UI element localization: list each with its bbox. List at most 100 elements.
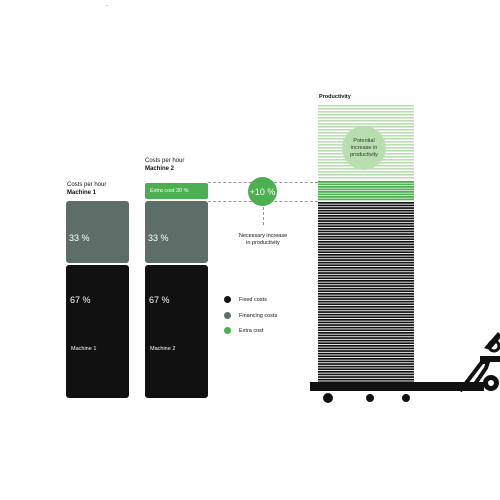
machine1-label: Machine 1 xyxy=(71,346,97,352)
productivity-stripe xyxy=(318,342,414,345)
productivity-stripe xyxy=(318,243,414,246)
productivity-stripe xyxy=(318,191,414,193)
productivity-stripe xyxy=(318,246,414,248)
productivity-stripe xyxy=(318,183,414,186)
productivity-stripe xyxy=(318,347,414,350)
productivity-stripe xyxy=(318,120,414,122)
productivity-stripe xyxy=(318,368,414,371)
machine2-fixed-block: 67 % Machine 2 xyxy=(145,265,208,398)
productivity-stripe xyxy=(318,295,414,298)
productivity-stripe xyxy=(318,308,414,311)
productivity-stripe xyxy=(318,363,414,365)
productivity-stripe xyxy=(318,300,414,303)
productivity-stripe xyxy=(318,373,414,376)
productivity-stripe xyxy=(318,193,414,196)
productivity-stripe xyxy=(318,269,414,272)
machine1-financing-block: 33 % xyxy=(66,201,129,263)
corner-mark: - xyxy=(106,3,108,9)
productivity-stripe xyxy=(318,254,414,256)
increase-note-line1: Necessary increase xyxy=(238,233,288,239)
productivity-stripe xyxy=(318,316,414,319)
productivity-stripe xyxy=(318,238,414,241)
machine2-header-line1: Costs per hour xyxy=(145,158,185,164)
productivity-stripe xyxy=(318,222,414,225)
productivity-stripe xyxy=(318,241,414,243)
machine2-extra-label: Extra cost 30 % xyxy=(150,188,189,194)
productivity-stripe xyxy=(318,209,414,212)
productivity-stripe xyxy=(318,204,414,207)
productivity-stripe xyxy=(318,267,414,269)
productivity-stripe xyxy=(318,371,414,373)
machine1-fixed-block: 67 % Machine 1 xyxy=(66,265,129,398)
productivity-stripe xyxy=(318,337,414,339)
bubble-line3: productivity xyxy=(350,151,378,158)
productivity-stripe xyxy=(318,334,414,337)
productivity-stripe xyxy=(318,117,414,119)
legend-label-financing: Financing costs xyxy=(239,312,278,319)
productivity-stripe xyxy=(318,256,414,259)
productivity-stripe xyxy=(318,277,414,280)
legend-item-extra: Extra cost xyxy=(224,327,263,334)
productivity-stripe xyxy=(318,345,414,347)
connector-line-vertical xyxy=(263,207,264,225)
potential-increase-bubble: Potential increase in productivity xyxy=(342,126,386,170)
productivity-stripe xyxy=(318,261,414,264)
productivity-stripe xyxy=(318,220,414,222)
productivity-stripe xyxy=(318,303,414,306)
productivity-stripe xyxy=(318,251,414,254)
productivity-stripe xyxy=(318,326,414,329)
productivity-stripe xyxy=(318,350,414,352)
bubble-line2: increase in xyxy=(350,144,378,151)
legend-label-fixed: Fixed costs xyxy=(239,296,267,303)
productivity-stripe xyxy=(318,293,414,295)
productivity-stripe xyxy=(318,217,414,220)
productivity-stripe xyxy=(318,212,414,215)
increase-badge-text: +10 % xyxy=(249,186,276,197)
productivity-stripe xyxy=(318,230,414,233)
productivity-stripe xyxy=(318,311,414,313)
productivity-stripe xyxy=(318,215,414,217)
productivity-stripe xyxy=(318,280,414,282)
legend-dot-extra xyxy=(224,327,231,334)
productivity-stripe xyxy=(318,225,414,228)
pallet-truck-icon xyxy=(310,332,500,403)
machine2-extra-cost-block: Extra cost 30 % xyxy=(145,183,208,199)
productivity-stripe xyxy=(318,198,414,201)
productivity-stripe xyxy=(318,108,414,110)
productivity-stripe xyxy=(318,188,414,191)
productivity-stripe xyxy=(318,207,414,209)
machine2-label: Machine 2 xyxy=(150,346,176,352)
productivity-stripe xyxy=(318,282,414,285)
legend-item-fixed: Fixed costs xyxy=(224,296,267,303)
productivity-stripe xyxy=(318,233,414,235)
productivity-stripe xyxy=(318,228,414,230)
machine2-header-line2: Machine 2 xyxy=(145,166,175,172)
machine2-financing-pct: 33 % xyxy=(148,233,169,243)
productivity-stripe xyxy=(318,352,414,355)
productivity-stripe xyxy=(318,177,414,179)
productivity-stripe xyxy=(318,274,414,277)
productivity-stripe xyxy=(318,259,414,261)
machine1-fixed-pct: 67 % xyxy=(70,295,91,305)
productivity-stripe xyxy=(318,339,414,342)
productivity-stripe xyxy=(318,264,414,267)
productivity-stripe xyxy=(318,378,414,381)
productivity-stripe xyxy=(318,290,414,293)
productivity-stripe xyxy=(318,365,414,368)
machine1-header-line1: Costs per hour xyxy=(67,182,107,188)
legend-dot-fixed xyxy=(224,296,231,303)
productivity-stripe xyxy=(318,376,414,378)
productivity-stripe xyxy=(318,360,414,363)
productivity-stripe xyxy=(318,298,414,300)
productivity-stripe xyxy=(318,114,414,116)
productivity-stripe xyxy=(318,285,414,287)
productivity-stripe xyxy=(318,174,414,176)
machine1-financing-pct: 33 % xyxy=(69,233,90,243)
productivity-stripe xyxy=(318,181,414,183)
productivity-stripe xyxy=(318,329,414,332)
productivity-stripe xyxy=(318,321,414,324)
legend-item-financing: Financing costs xyxy=(224,312,277,319)
legend-dot-financing xyxy=(224,312,231,319)
productivity-stripe xyxy=(318,105,414,107)
productivity-stripe xyxy=(318,313,414,316)
